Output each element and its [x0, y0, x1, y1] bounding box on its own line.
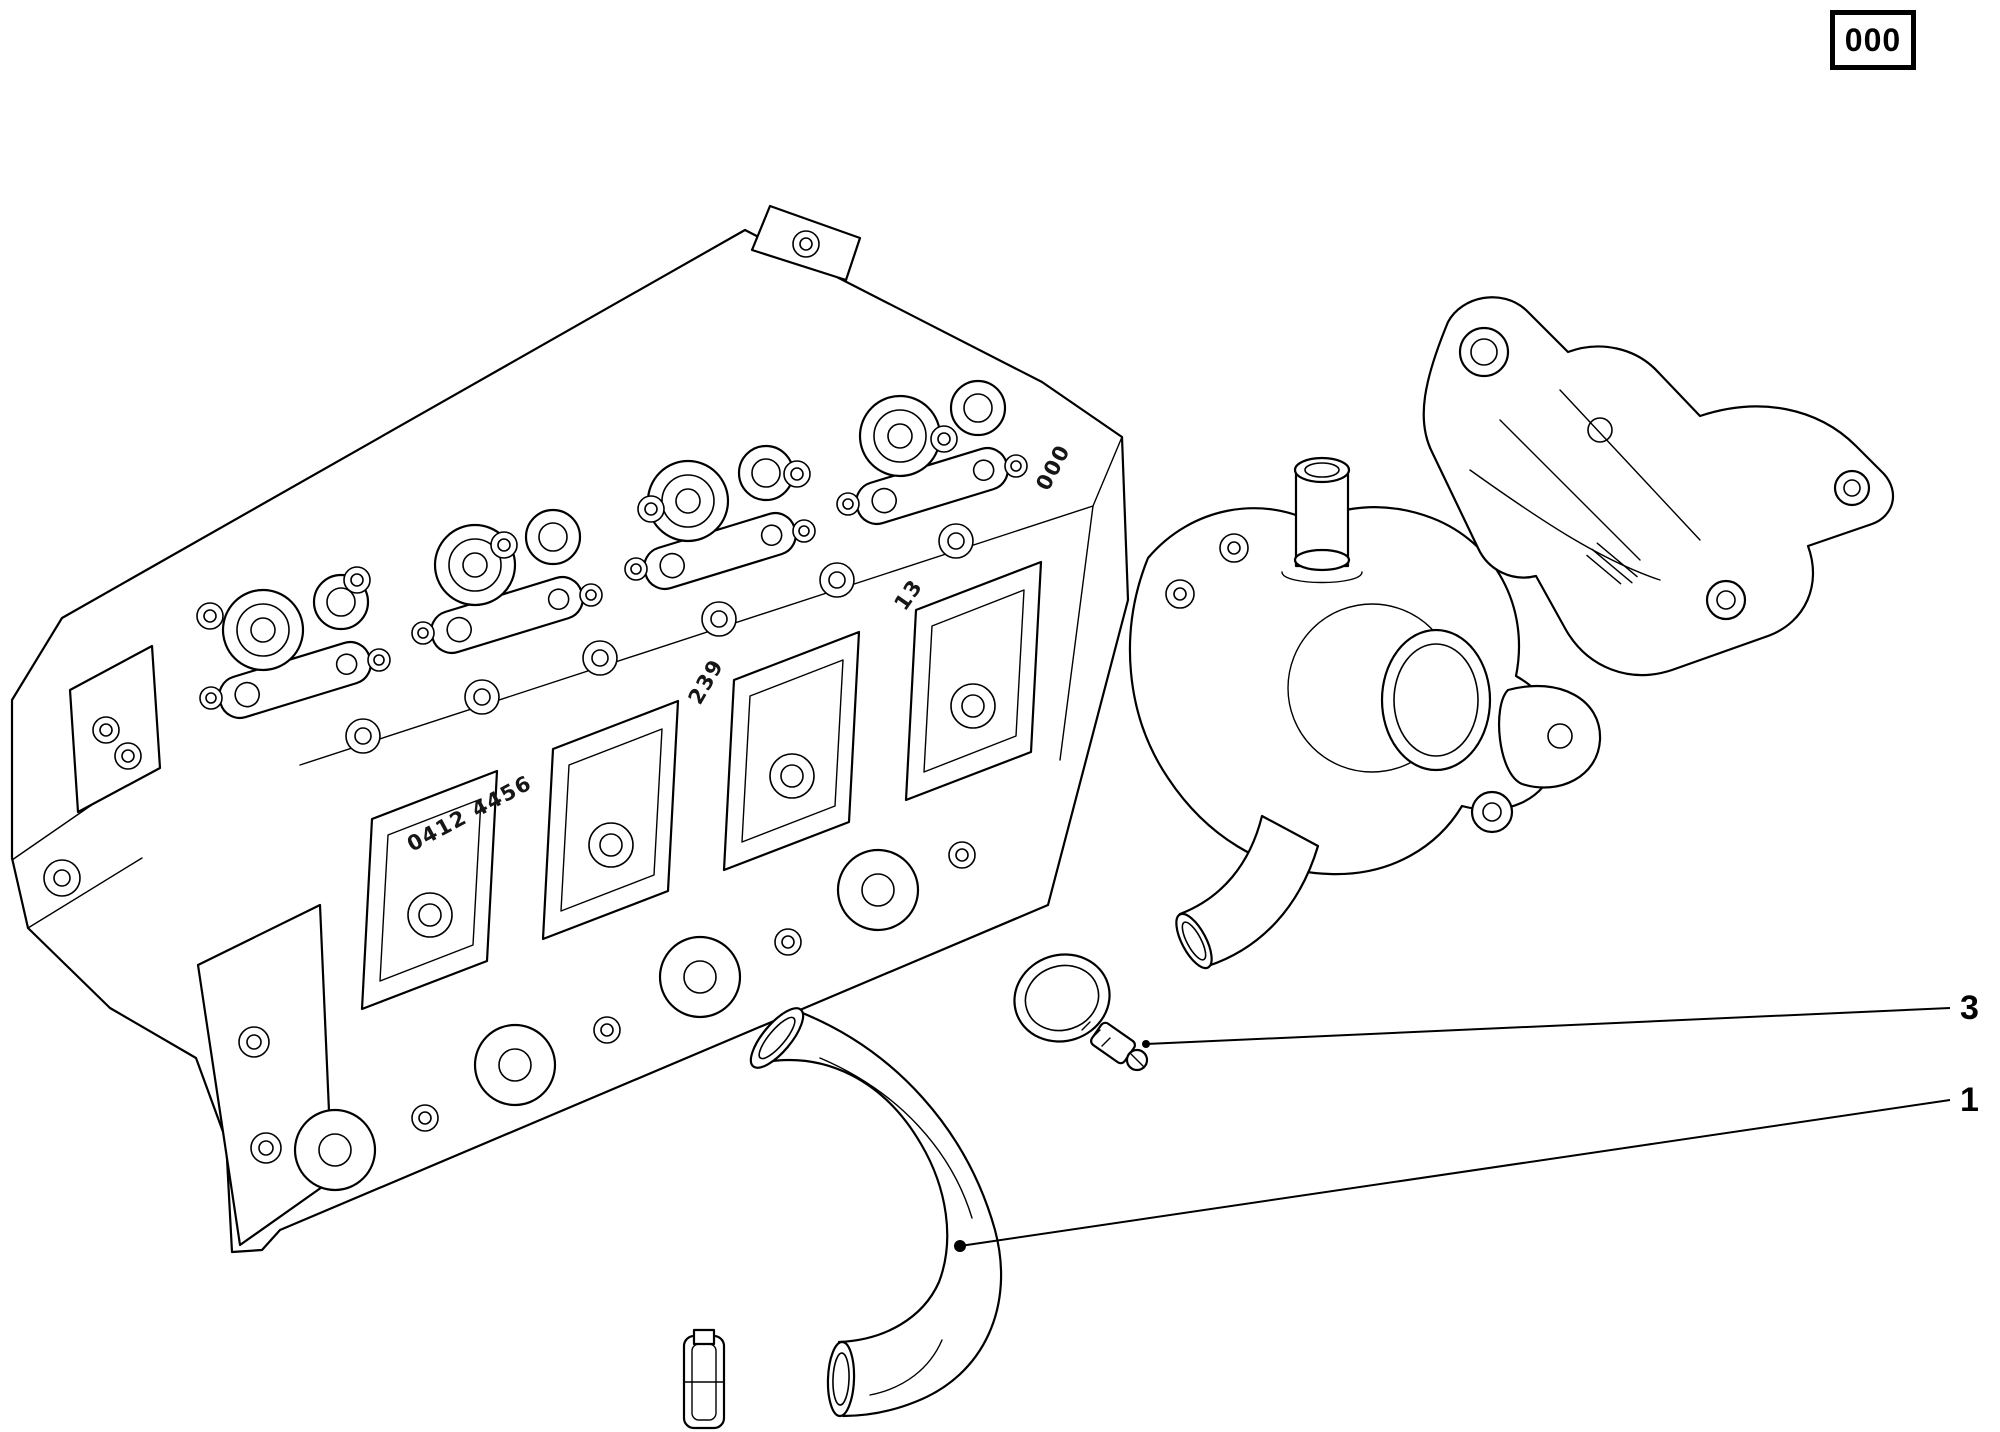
lifting-bracket-outline	[1422, 296, 1894, 677]
lifting-bracket	[1422, 296, 1894, 677]
reference-box[interactable]: 000	[1830, 10, 1916, 70]
water-outlet-stub	[1281, 456, 1363, 584]
leader-line-3	[1142, 1007, 1951, 1048]
outlet-elbow	[1175, 814, 1320, 970]
callout-label-1[interactable]: 1	[1960, 1081, 1979, 1119]
bracket-stamp	[1586, 542, 1638, 585]
mounting-bosses	[293, 841, 976, 1192]
leader-line-1	[954, 1099, 1951, 1252]
callout-label-3[interactable]: 3	[1960, 989, 1979, 1027]
hose-clip	[682, 1328, 726, 1430]
exhaust-ports	[360, 560, 1043, 1011]
coolant-hose-body	[753, 1010, 1003, 1418]
valve-train	[196, 379, 1028, 754]
cylinder-head: 0412 4456 239 13 000	[10, 204, 1130, 1254]
hose-clamp	[1013, 953, 1149, 1072]
thermostat-housing	[1128, 456, 1602, 970]
end-plate	[196, 903, 334, 1247]
coolant-hose	[749, 1007, 1003, 1418]
